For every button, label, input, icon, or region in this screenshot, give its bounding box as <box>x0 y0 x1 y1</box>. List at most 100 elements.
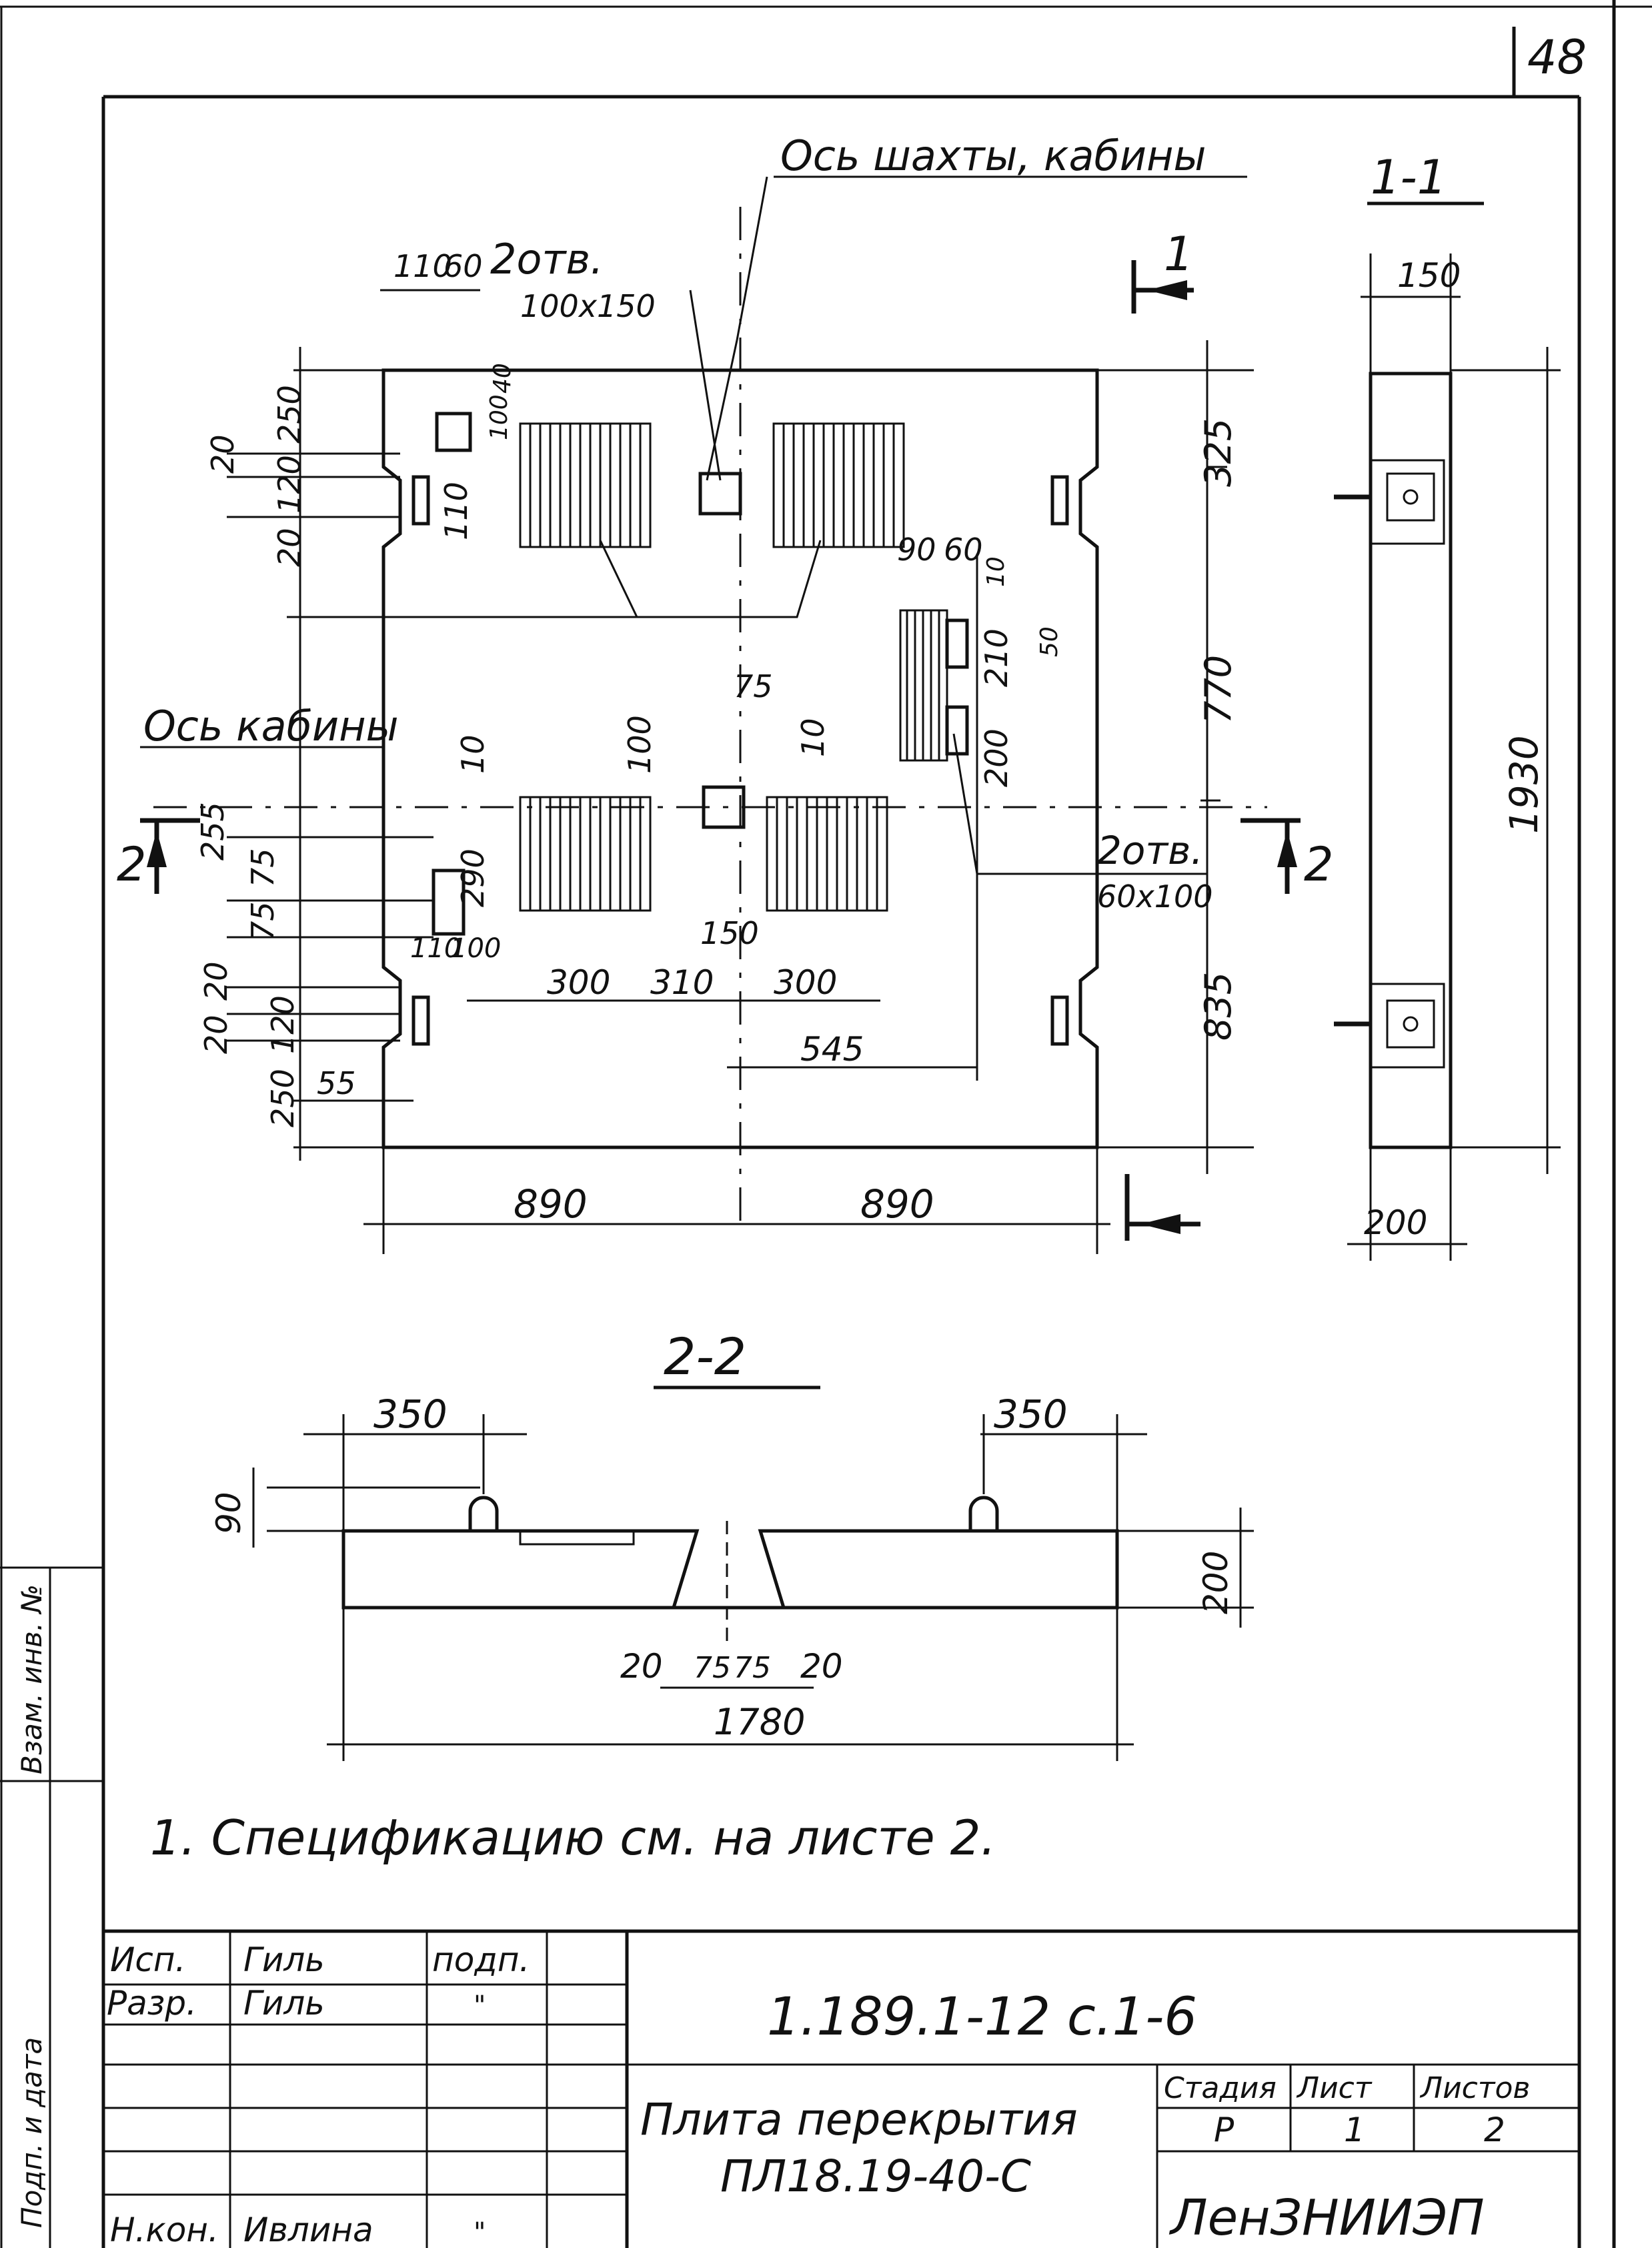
row-name-3: Ивлина <box>243 2211 373 2248</box>
svg-text:150: 150 <box>1397 256 1461 295</box>
stage-value: Р <box>1214 2111 1234 2149</box>
row-sign-3: " <box>474 2217 486 2248</box>
svg-text:110: 110 <box>393 248 452 284</box>
embedded-plate-top-left <box>519 422 652 548</box>
svg-text:250: 250 <box>265 1069 301 1127</box>
row-role-3: Н.кон. <box>110 2211 219 2248</box>
axis-label-cabin: Ось кабины <box>143 702 399 750</box>
svg-text:150: 150 <box>700 915 759 951</box>
svg-text:90: 90 <box>897 532 936 568</box>
embedded-plate-mid-right <box>899 609 948 762</box>
row-role-2: Разр. <box>107 1984 197 2023</box>
section-cut-1 <box>1124 260 1200 1241</box>
svg-text:350: 350 <box>373 1391 448 1437</box>
section-2-2: 2-2 350 350 90 200 20 75 75 20 1780 <box>209 1327 1254 1761</box>
svg-text:835: 835 <box>1197 972 1239 1041</box>
svg-text:890: 890 <box>860 1181 934 1227</box>
svg-text:75: 75 <box>734 1651 771 1685</box>
svg-text:325: 325 <box>1197 418 1239 487</box>
cut-label-2-left: 2 <box>117 837 147 892</box>
svg-text:20: 20 <box>205 434 241 474</box>
svg-text:100: 100 <box>622 715 658 774</box>
svg-text:55: 55 <box>317 1065 356 1101</box>
svg-text:110: 110 <box>438 482 474 540</box>
svg-text:40: 40 <box>489 363 516 394</box>
side-stamp-text-2: Подп. и дата <box>15 2037 48 2228</box>
svg-text:300: 300 <box>774 963 837 1002</box>
side-stamp: Взам. инв. № Подп. и дата <box>0 1566 103 2248</box>
svg-text:100: 100 <box>450 933 501 964</box>
svg-text:75: 75 <box>694 1651 731 1685</box>
svg-text:110: 110 <box>410 933 461 964</box>
svg-text:20: 20 <box>271 528 307 567</box>
svg-text:90: 90 <box>209 1492 248 1534</box>
svg-text:20: 20 <box>198 961 234 1001</box>
dimension-lines <box>227 289 1254 1254</box>
svg-text:75: 75 <box>245 901 281 941</box>
openings <box>411 412 1069 1046</box>
svg-text:120: 120 <box>265 995 301 1054</box>
embedded-plate-top-right <box>772 422 905 548</box>
stage-header: Стадия <box>1164 2071 1277 2105</box>
section-cut-2 <box>140 818 1301 894</box>
sheet-value: 1 <box>1344 2111 1365 2149</box>
svg-text:890: 890 <box>514 1181 588 1227</box>
svg-text:290: 290 <box>455 849 491 907</box>
plan-dimension-texts: 110 60 2отв. 100x150 20 250 120 20 100 4… <box>195 235 1239 1227</box>
axis-label-shaft-cabin: Ось шахты, кабины <box>780 131 1206 180</box>
cut-label-2-right: 2 <box>1304 837 1334 892</box>
svg-text:75: 75 <box>734 668 773 704</box>
svg-text:100: 100 <box>486 394 513 440</box>
cut-label-1: 1 <box>1164 227 1194 282</box>
sheet-header: Лист <box>1296 2071 1373 2105</box>
svg-text:2отв.: 2отв. <box>490 235 604 284</box>
doc-code: 1.189.1-12 с.1-6 <box>767 1987 1197 2047</box>
svg-text:60: 60 <box>444 248 483 284</box>
svg-text:300: 300 <box>547 963 610 1002</box>
embedded-plate-bottom-left <box>519 796 652 912</box>
sheets-header: Листов <box>1419 2071 1530 2105</box>
svg-text:210: 210 <box>978 628 1014 687</box>
title-line-1: Плита перекрытия <box>640 2094 1078 2145</box>
svg-text:20: 20 <box>800 1647 843 1686</box>
svg-text:60: 60 <box>944 532 983 568</box>
svg-text:770: 770 <box>1197 655 1239 724</box>
svg-text:120: 120 <box>271 455 307 514</box>
svg-text:20: 20 <box>620 1647 663 1686</box>
row-role-1: Исп. <box>110 1940 185 1979</box>
svg-text:10: 10 <box>455 734 491 774</box>
svg-text:1930: 1930 <box>1501 735 1547 834</box>
row-sign-1: подп. <box>432 1940 530 1979</box>
svg-text:310: 310 <box>650 963 714 1002</box>
svg-text:50: 50 <box>1036 626 1063 657</box>
row-sign-2: " <box>474 1991 486 2021</box>
svg-text:255: 255 <box>195 802 231 861</box>
title-block: Исп. Гиль подп. Разр. Гиль " Н.кон. Ивли… <box>103 1929 1579 2248</box>
svg-text:350: 350 <box>994 1391 1068 1437</box>
svg-text:20: 20 <box>198 1015 234 1054</box>
embedded-plate-bottom-right <box>766 796 888 912</box>
plan-view: 1 2 2 Ось шахты, кабины Ось кабины 110 6… <box>117 131 1334 1254</box>
row-name-1: Гиль <box>243 1940 325 1979</box>
svg-text:200: 200 <box>978 728 1014 787</box>
svg-text:200: 200 <box>1364 1203 1427 1242</box>
svg-text:75: 75 <box>245 848 281 887</box>
svg-text:250: 250 <box>271 385 307 444</box>
svg-text:545: 545 <box>800 1030 864 1069</box>
page-number: 48 <box>1527 30 1587 85</box>
sheets-value: 2 <box>1484 2111 1505 2149</box>
section-title-1-1: 1-1 <box>1371 150 1447 205</box>
side-stamp-text: Взам. инв. № <box>15 1584 48 1774</box>
svg-text:200: 200 <box>1196 1551 1235 1614</box>
svg-text:2отв.: 2отв. <box>1097 828 1203 873</box>
svg-text:1780: 1780 <box>714 1701 805 1743</box>
svg-text:100x150: 100x150 <box>520 288 656 324</box>
note-text: 1. Спецификацию см. на листе 2. <box>150 1810 996 1866</box>
section-1-1: 1-1 150 1930 200 <box>1334 150 1561 1261</box>
svg-text:60x100: 60x100 <box>1097 879 1213 915</box>
svg-text:10: 10 <box>982 556 1010 587</box>
title-line-2: ПЛ18.19-40-С <box>720 2151 1031 2202</box>
org-name: ЛенЗНИИЭП <box>1168 2189 1485 2247</box>
